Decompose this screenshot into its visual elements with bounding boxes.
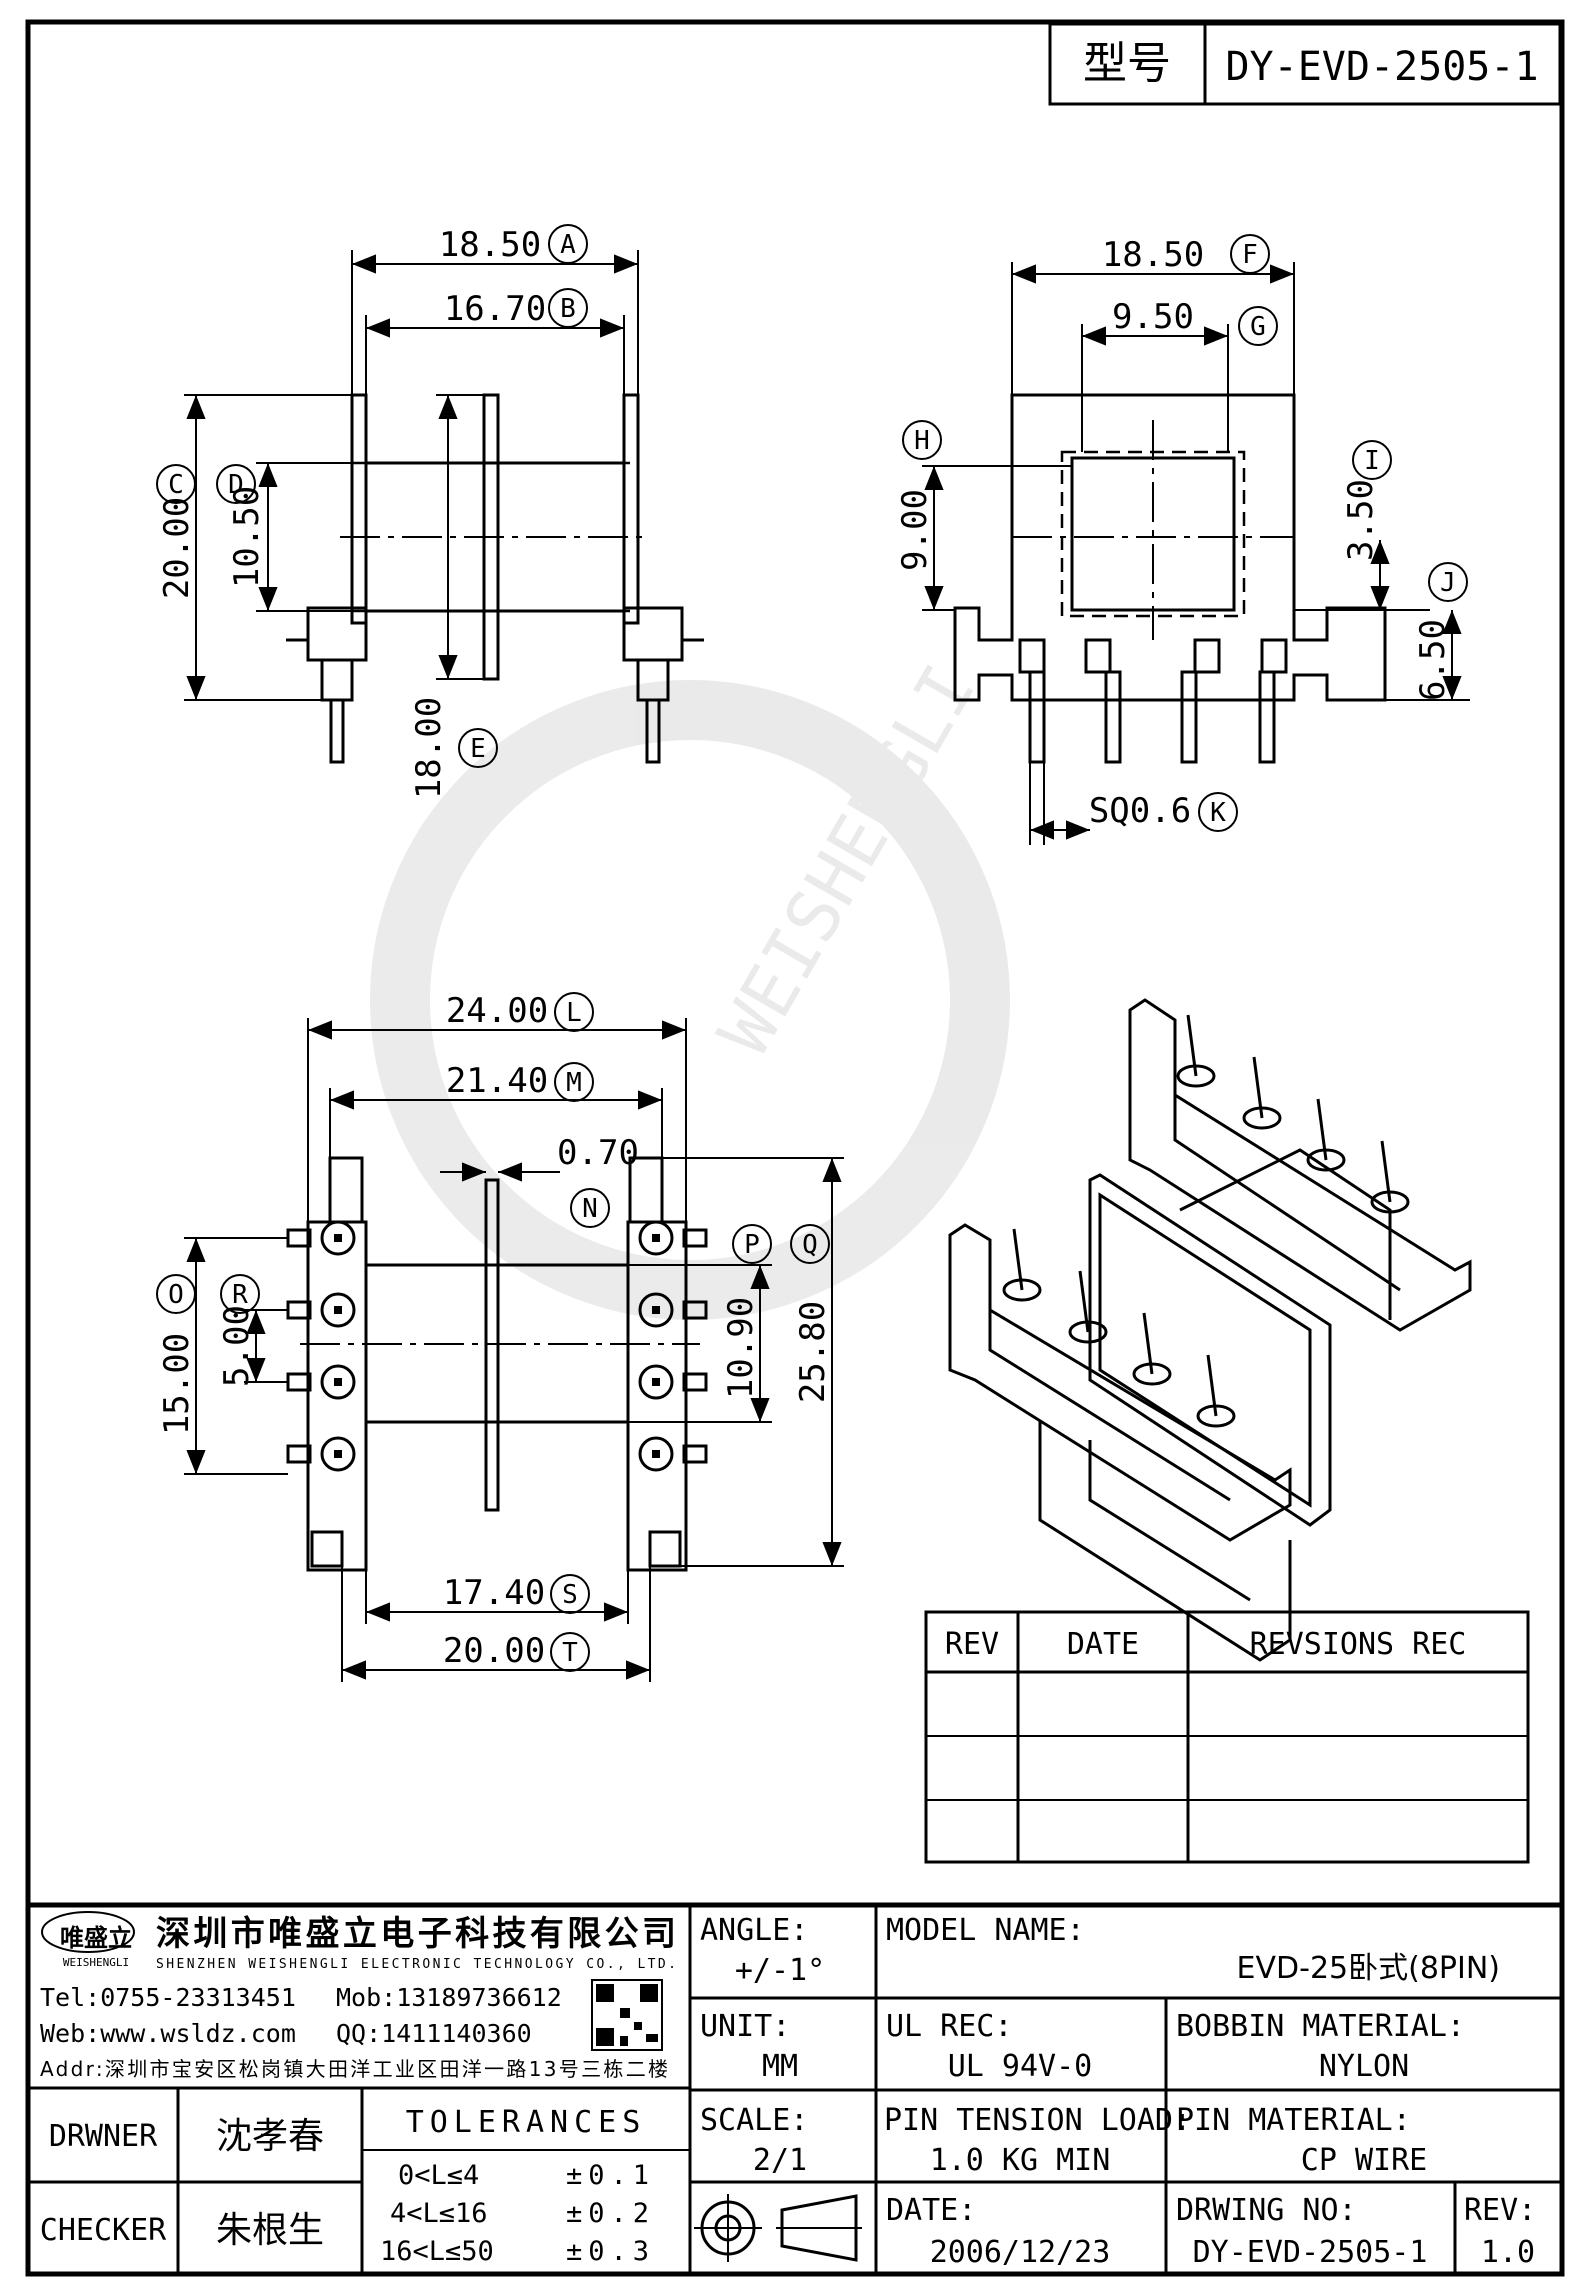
dim-p-tag: P xyxy=(744,1230,760,1260)
rev-label: REV: xyxy=(1464,2193,1536,2228)
scale-label: SCALE: xyxy=(700,2103,808,2138)
ul-value: UL 94V-0 xyxy=(948,2049,1093,2084)
dim-c-value: 20.00 xyxy=(157,497,197,599)
checker-value: 朱根生 xyxy=(216,2210,324,2251)
dim-t-tag: T xyxy=(562,1638,578,1668)
dim-l-value: 24.00 xyxy=(446,991,548,1031)
unit-value: MM xyxy=(762,2049,798,2084)
dim-d-tag: D xyxy=(228,470,244,500)
dim-f-tag: F xyxy=(1242,240,1258,270)
dim-o-value: 15.00 xyxy=(157,1333,197,1435)
company-logo: 唯盛立 xyxy=(60,1924,132,1952)
dim-n-tag: N xyxy=(582,1194,598,1224)
pin-tension-label: PIN TENSION LOAD: xyxy=(884,2103,1191,2138)
dim-m-tag: M xyxy=(566,1068,582,1098)
bobbin-label: BOBBIN MATERIAL: xyxy=(1176,2009,1465,2044)
dim-g-value: 9.50 xyxy=(1112,297,1194,337)
isometric-view xyxy=(948,998,1472,1662)
bottom-view: 24.00 L 21.40 M 0.70 N 15.00 O 5.00 R 10… xyxy=(156,991,844,1682)
pin-tension-value: 1.0 KG MIN xyxy=(930,2143,1111,2178)
angle-value: +/-1° xyxy=(735,1953,825,1988)
side-view: 18.50 A 16.70 B 20.00 C 10.50 D 18.00 E xyxy=(156,224,704,799)
dim-n-value: 0.70 xyxy=(557,1133,639,1173)
company-web: Web:www.wsldz.com xyxy=(40,2019,296,2048)
dim-s-tag: S xyxy=(562,1580,578,1610)
pin-material-label: PIN MATERIAL: xyxy=(1176,2103,1411,2138)
tol-range-1: 0<L≤4 xyxy=(398,2160,479,2191)
dim-p-value: 10.90 xyxy=(721,1297,761,1399)
tol-value-2: ±0.2 xyxy=(566,2198,655,2229)
dim-o-tag: O xyxy=(168,1280,184,1310)
dim-a-value: 18.50 xyxy=(439,225,541,265)
drwing-value: DY-EVD-2505-1 xyxy=(1193,2235,1428,2270)
dim-g-tag: G xyxy=(1250,312,1266,342)
company-tel: Tel:0755-23313451 xyxy=(40,1983,296,2012)
title-block: 唯盛立 WEISHENGLI 深圳市唯盛立电子科技有限公司 SHENZHEN W… xyxy=(25,1902,1565,2277)
tol-value-3: ±0.3 xyxy=(566,2236,655,2267)
model-value: EVD-25卧式(8PIN) xyxy=(1237,1951,1500,1986)
dim-b-tag: B xyxy=(560,294,576,324)
revision-table: REV DATE REVSIONS REC xyxy=(924,1610,1530,1864)
rev-header-rec: REVSIONS REC xyxy=(1250,1627,1467,1662)
header-part-number: DY-EVD-2505-1 xyxy=(1225,44,1538,90)
tol-range-3: 16<L≤50 xyxy=(380,2236,494,2267)
dim-k-value: SQ0.6 xyxy=(1089,791,1191,831)
dim-l-tag: L xyxy=(566,998,582,1028)
rev-header-date: DATE xyxy=(1067,1627,1139,1662)
scale-value: 2/1 xyxy=(753,2143,807,2178)
dim-q-tag: Q xyxy=(802,1230,818,1260)
dim-t-value: 20.00 xyxy=(443,1631,545,1671)
bobbin-value: NYLON xyxy=(1319,2049,1409,2084)
tolerances-label: TOLERANCES xyxy=(406,2105,647,2140)
header-type-label: 型号 xyxy=(1083,38,1171,89)
company-name-cn: 深圳市唯盛立电子科技有限公司 xyxy=(156,1914,676,1954)
dim-h-tag: H xyxy=(914,426,930,456)
company-qq: QQ:1411140360 xyxy=(336,2019,532,2048)
rev-header-rev: REV xyxy=(945,1627,999,1662)
dim-i-value: 3.50 xyxy=(1341,479,1381,561)
dim-e-value: 18.00 xyxy=(409,697,449,799)
dim-k-tag: K xyxy=(1210,798,1226,828)
unit-label: UNIT: xyxy=(700,2009,790,2044)
dim-h-value: 9.00 xyxy=(895,489,935,571)
dim-m-value: 21.40 xyxy=(446,1061,548,1101)
header-part-box: 型号 DY-EVD-2505-1 xyxy=(1048,22,1562,106)
date-value: 2006/12/23 xyxy=(930,2235,1111,2270)
dim-f-value: 18.50 xyxy=(1102,235,1204,275)
dim-r-value: 5.00 xyxy=(217,1305,257,1387)
end-view: 18.50 F 9.50 G 9.00 H 3.50 I 6.50 J SQ0.… xyxy=(895,234,1470,845)
drwing-label: DRWING NO: xyxy=(1176,2193,1357,2228)
company-logo-sub: WEISHENGLI xyxy=(63,1956,129,1969)
dim-i-tag: I xyxy=(1364,446,1380,476)
dim-c-tag: C xyxy=(168,470,184,500)
dim-j-value: 6.50 xyxy=(1413,619,1453,701)
dim-q-value: 25.80 xyxy=(793,1301,833,1403)
company-name-en: SHENZHEN WEISHENGLI ELECTRONIC TECHNOLOG… xyxy=(156,1957,676,1972)
dim-s-value: 17.40 xyxy=(443,1573,545,1613)
tol-range-2: 4<L≤16 xyxy=(390,2198,488,2229)
tol-value-1: ±0.1 xyxy=(566,2160,655,2191)
date-label: DATE: xyxy=(886,2193,976,2228)
drawer-value: 沈孝春 xyxy=(216,2116,324,2157)
rev-value: 1.0 xyxy=(1481,2235,1535,2270)
dim-e-tag: E xyxy=(470,734,486,764)
angle-label: ANGLE: xyxy=(700,1913,808,1948)
watermark: WEISHENGLI xyxy=(370,651,1010,1320)
drawer-label: DRWNER xyxy=(49,2119,158,2154)
projection-symbol-icon xyxy=(688,2182,862,2274)
dim-r-tag: R xyxy=(232,1280,248,1310)
dim-b-value: 16.70 xyxy=(444,289,546,329)
qr-code-icon xyxy=(591,1979,663,2051)
dim-j-tag: J xyxy=(1440,568,1456,598)
pin-material-value: CP WIRE xyxy=(1301,2143,1427,2178)
model-label: MODEL NAME: xyxy=(886,1913,1085,1948)
ul-label: UL REC: xyxy=(886,2009,1012,2044)
checker-label: CHECKER xyxy=(40,2213,167,2248)
dim-a-tag: A xyxy=(560,230,576,260)
dim-d-value: 10.50 xyxy=(227,486,267,588)
company-mob: Mob:13189736612 xyxy=(336,1983,562,2012)
company-addr: Addr:深圳市宝安区松岗镇大田洋工业区田洋一路13号三栋二楼 xyxy=(40,2057,668,2081)
